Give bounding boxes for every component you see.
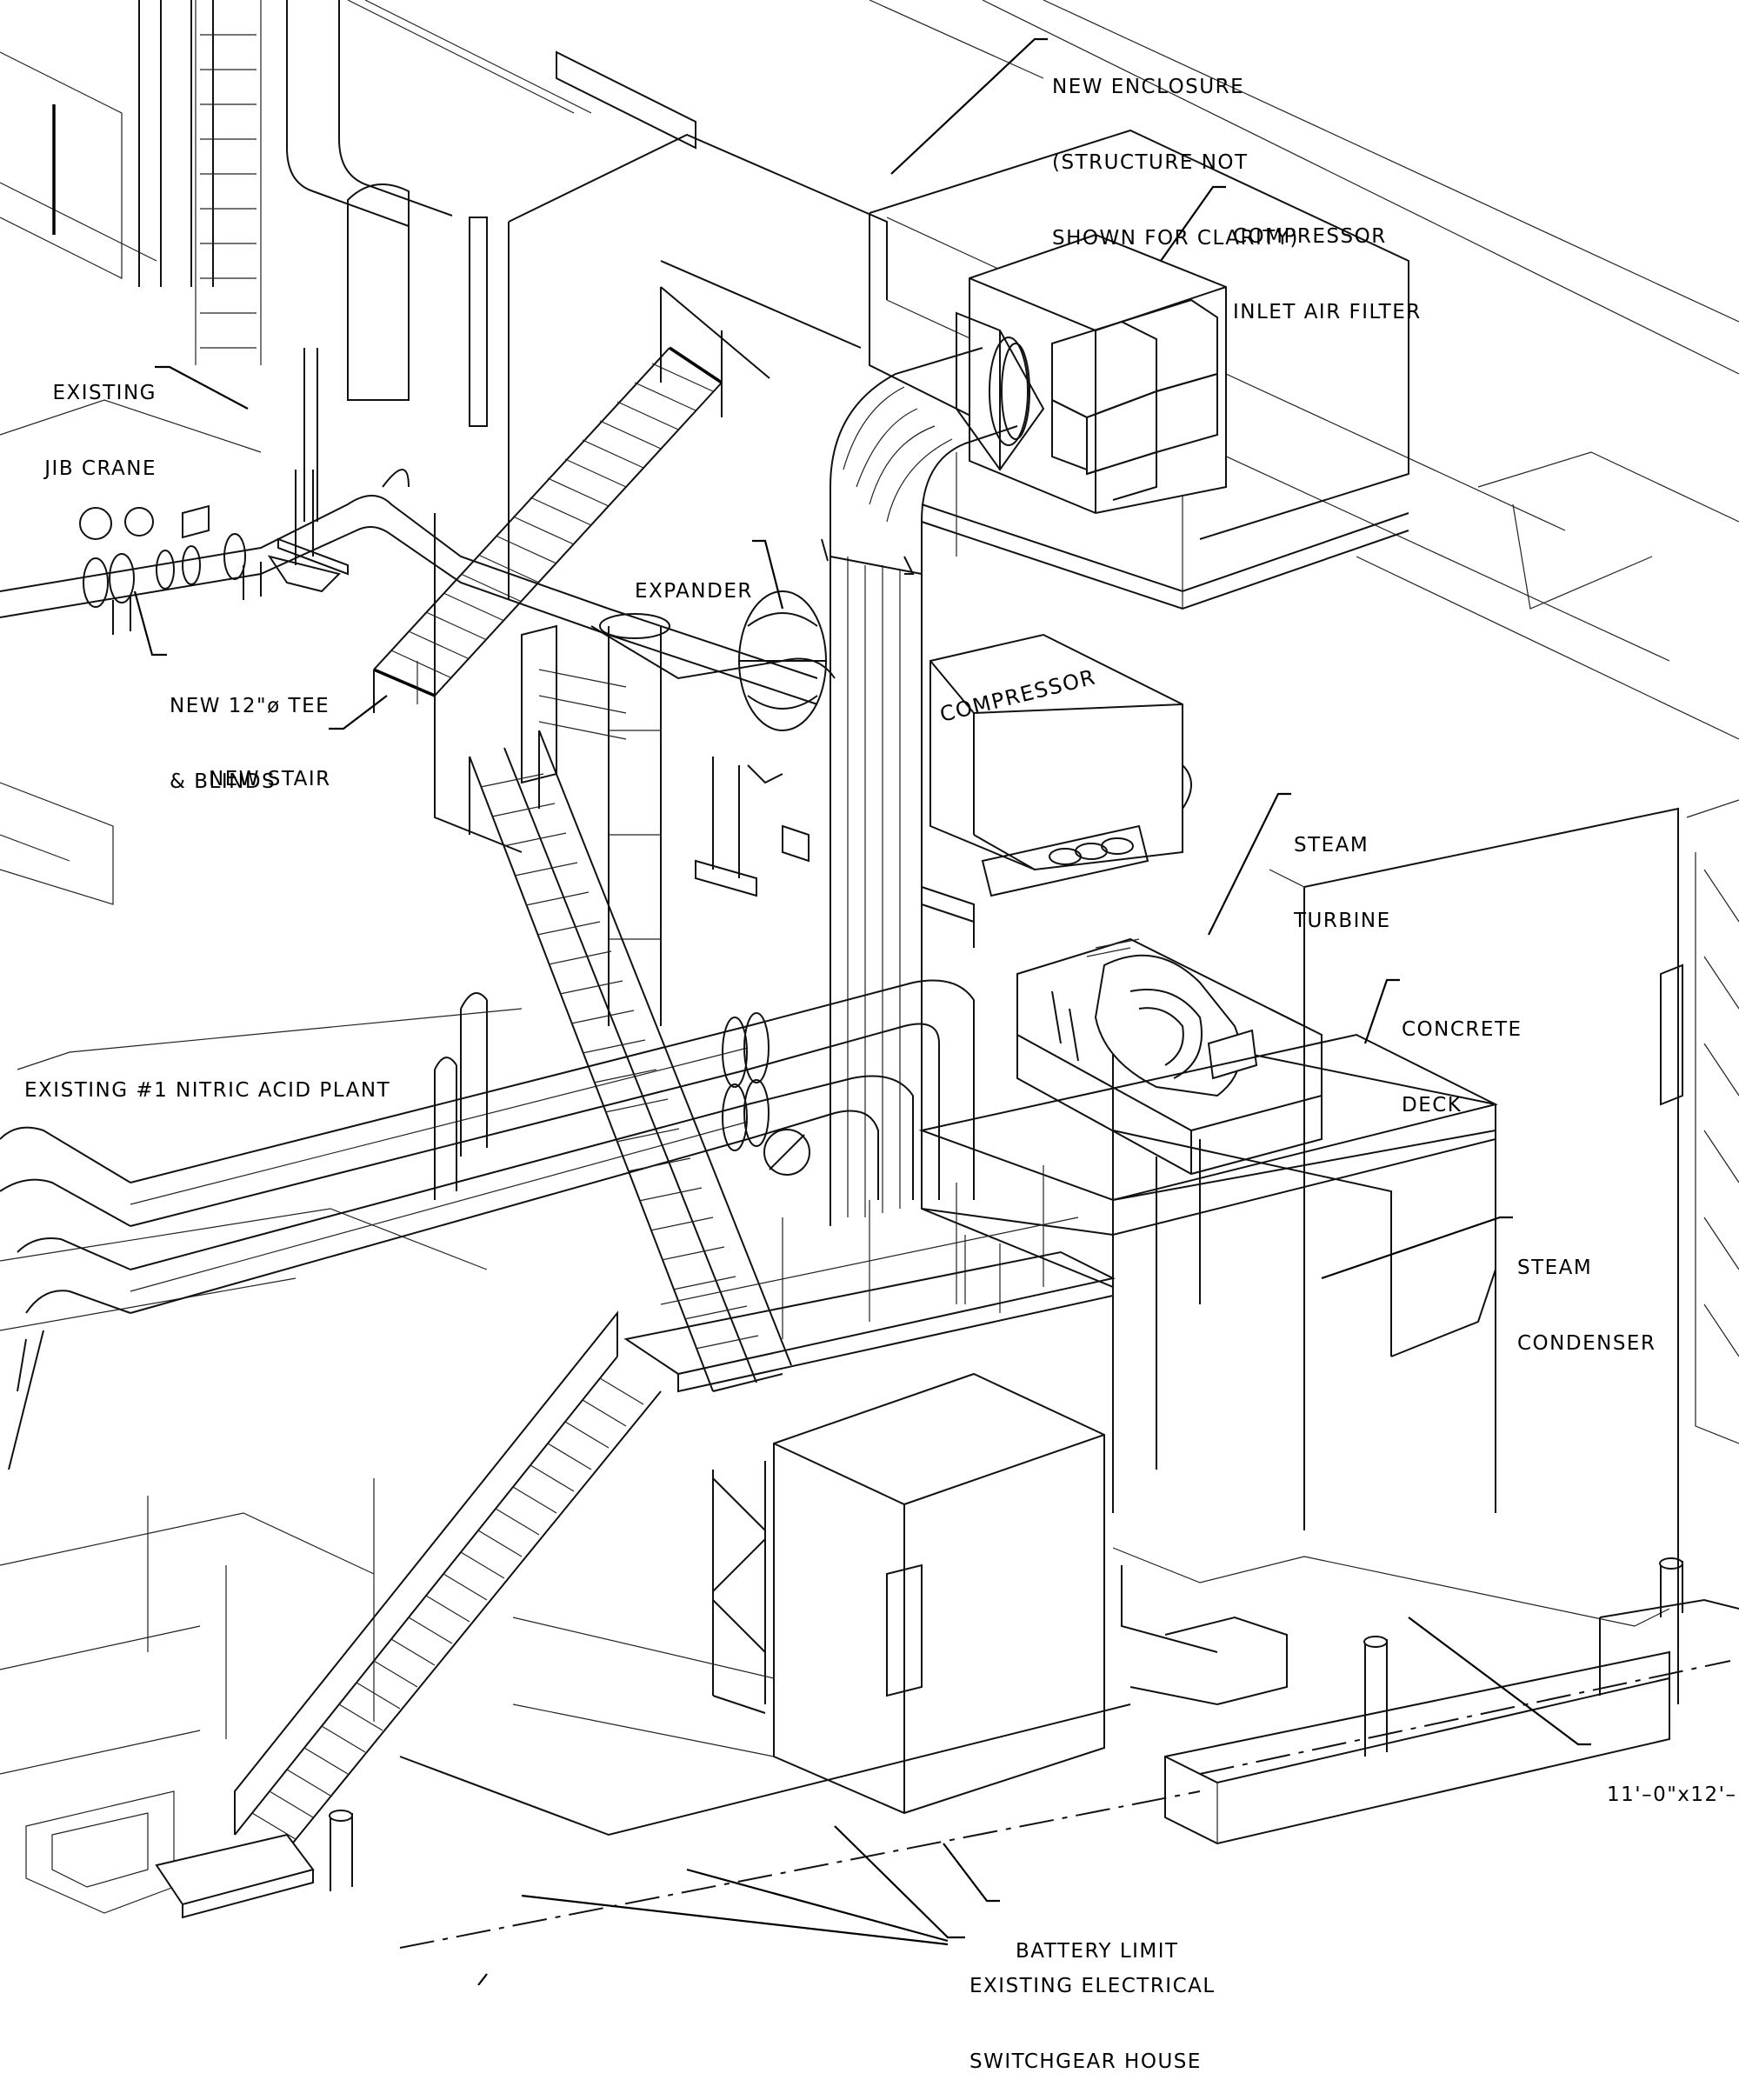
steam-turbine [1016,937,1323,1176]
lower-stair [155,1310,662,1919]
label-turbine-line2: TURBINE [1294,910,1391,932]
upper-pipe-rack [0,469,836,705]
compressor-unit [921,633,1192,948]
upper-stair [373,286,770,730]
leader-lines [133,37,1591,1985]
label-new-enclosure-line2: (STRUCTURE NOT [1052,151,1249,174]
label-new-enclosure-line3: SHOWN FOR CLARITY) [1052,227,1299,250]
isometric-plant-drawing [0,0,1739,1985]
label-tee-line2: & BLINDS [170,770,277,793]
concrete-deck [918,1033,1498,1313]
existing-structures [0,0,1739,1914]
bollards [1363,1557,1683,1757]
electrical-switchgear-house [399,1372,1218,1837]
label-new-stair: NEW STAIR [209,717,331,817]
label-switchgear-line2: SWITCHGEAR HOUSE [969,2050,1202,2073]
label-new-enclosure: NEW ENCLOSURE (STRUCTURE NOT SHOWN FOR C… [1052,24,1299,277]
label-concrete-deck: CONCRETE DECK [1402,967,1522,1143]
label-jib-crane-line1: EXISTING [52,382,157,404]
label-deck-line2: DECK [1402,1094,1462,1117]
label-compressor-inlet-air-filter: COMPRESSOR INLET AIR FILTER [1233,174,1422,350]
battery-limit-line [399,1790,1201,1949]
platform [623,1165,1116,1714]
label-new-stair-text: NEW STAIR [209,768,331,790]
label-steam-turbine: STEAM TURBINE [1294,783,1391,959]
label-dimension-text: 11'–0"x12'– [1607,1783,1737,1806]
label-nitric-plant-text: EXISTING #1 NITRIC ACID PLANT [24,1079,391,1102]
label-expander-text: EXPANDER [635,580,753,603]
label-steam-condenser: STEAM CONDENSER [1517,1205,1656,1382]
main-pipe-runs [0,979,975,1470]
label-filter-line1: COMPRESSOR [1233,225,1387,248]
label-existing-switchgear-house: EXISTING ELECTRICAL SWITCHGEAR HOUSE [969,1923,1216,2100]
label-condenser-line2: CONDENSER [1517,1332,1656,1355]
inlet-duct [821,337,1030,1226]
label-battery-limit: BATTERY LIMIT [1016,1889,1179,1990]
label-turbine-line1: STEAM [1294,834,1369,857]
label-jib-crane-line2: JIB CRANE [44,457,157,480]
existing-stack [52,0,696,576]
label-dimension: 11'–0"x12'– [1607,1732,1737,1833]
label-battery-limit-text: BATTERY LIMIT [1016,1940,1179,1963]
label-existing-jib-crane: EXISTING JIB CRANE [26,330,157,507]
label-existing-nitric-acid-plant: EXISTING #1 NITRIC ACID PLANT [24,1028,390,1129]
label-new-enclosure-line1: NEW ENCLOSURE [1052,76,1245,98]
label-condenser-line1: STEAM [1517,1257,1593,1279]
label-filter-line2: INLET AIR FILTER [1233,301,1422,323]
label-new-tee-blinds: NEW 12"ø TEE & BLINDS [170,643,330,820]
expander [695,590,827,897]
label-deck-line1: CONCRETE [1402,1018,1522,1041]
label-expander: EXPANDER [635,529,753,630]
label-switchgear-line1: EXISTING ELECTRICAL [969,1975,1216,1997]
middle-stair [469,730,792,1392]
label-tee-line1: NEW 12"ø TEE [170,695,330,717]
compressor-inlet-air-filter [869,129,1409,610]
